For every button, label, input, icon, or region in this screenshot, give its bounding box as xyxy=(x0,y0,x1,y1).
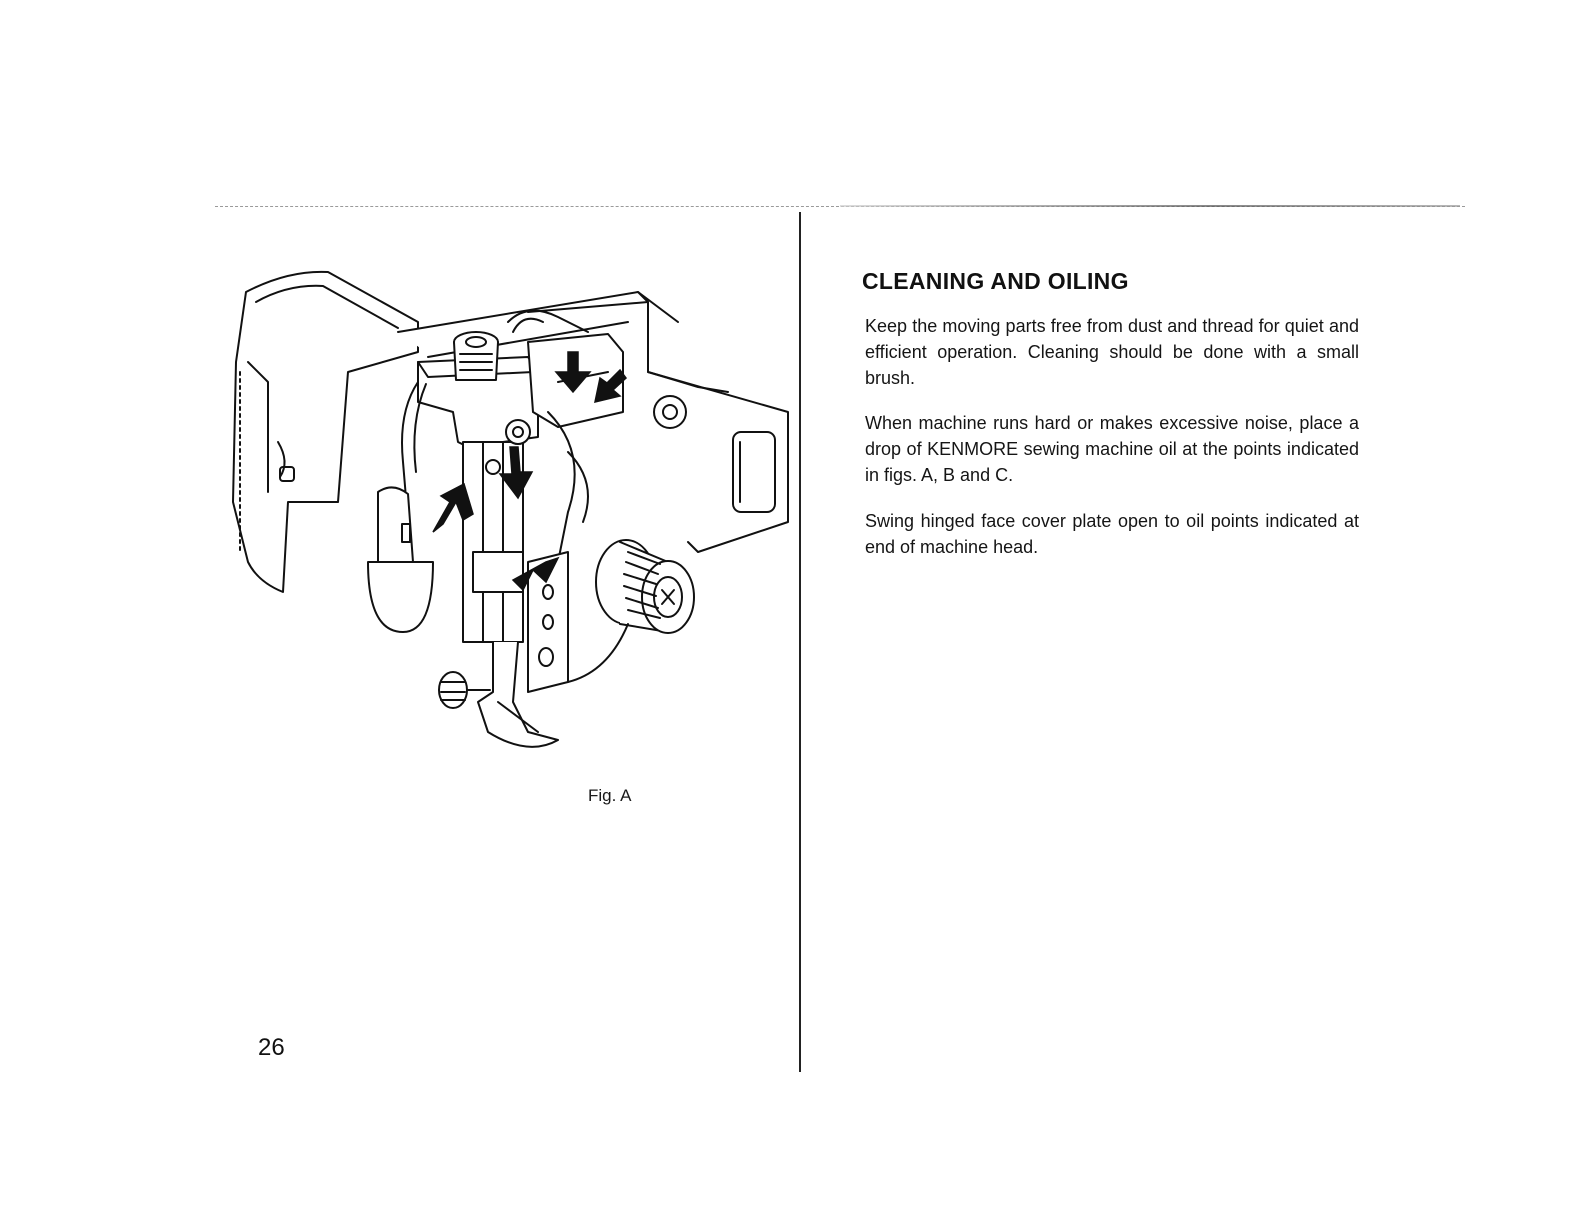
figure-caption: Fig. A xyxy=(588,786,632,805)
sewing-machine-head-illustration xyxy=(232,270,789,748)
paragraph-face-cover: Swing hinged face cover plate open to oi… xyxy=(865,511,1359,557)
center-divider xyxy=(799,212,801,1072)
top-rule-right xyxy=(840,205,1460,207)
page-number: 26 xyxy=(258,1034,285,1061)
section-title: CLEANING AND OILING xyxy=(862,268,1129,294)
paragraph-cleaning: Keep the moving parts free from dust and… xyxy=(865,316,1359,388)
paragraph-oiling: When machine runs hard or makes excessiv… xyxy=(865,413,1359,485)
